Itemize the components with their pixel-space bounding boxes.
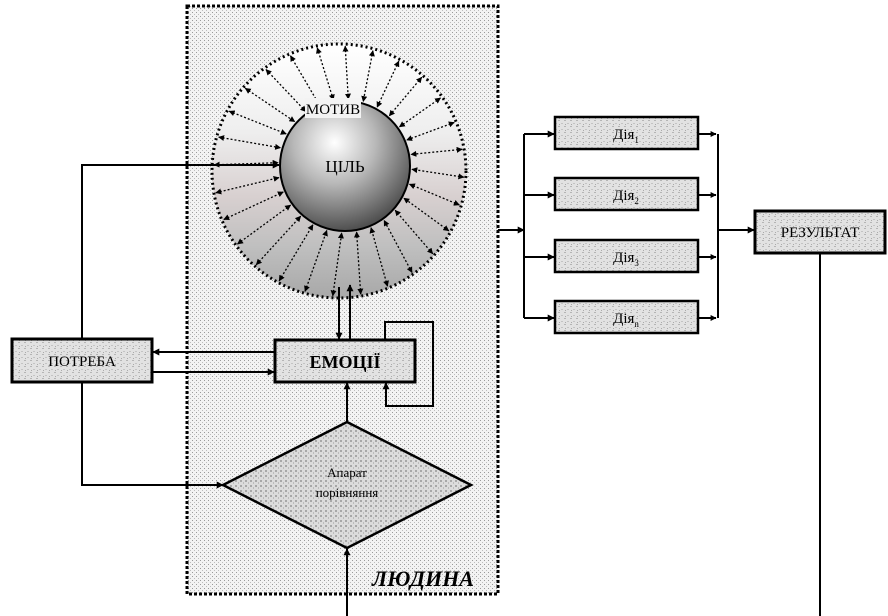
emotions-label: ЕМОЦІЇ	[309, 352, 380, 372]
result-label: РЕЗУЛЬТАТ	[781, 225, 860, 241]
motive-label: МОТИВ	[306, 102, 360, 118]
comparator-label-line2: порівняння	[316, 485, 379, 500]
need-label: ПОТРЕБА	[48, 354, 116, 370]
person-label: ЛЮДИНА	[371, 566, 474, 591]
comparator-label-line1: Апарат	[327, 465, 367, 480]
goal-label: ЦІЛЬ	[325, 157, 364, 176]
